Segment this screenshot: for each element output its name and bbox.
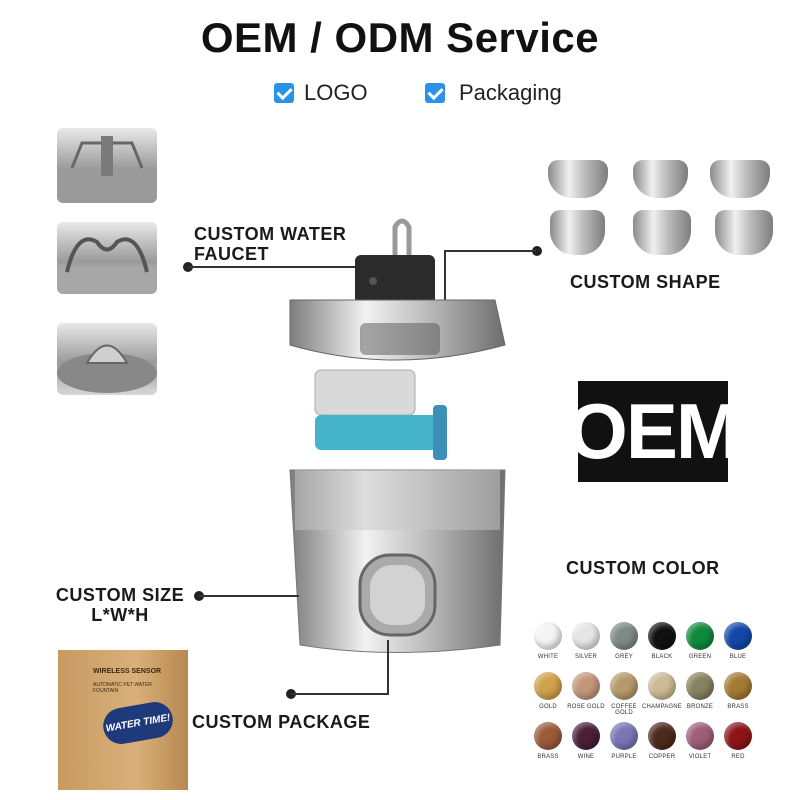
color-swatch-circle — [724, 722, 752, 750]
color-swatch: COPPER — [640, 722, 684, 760]
color-swatch-circle — [572, 622, 600, 650]
color-swatch-circle — [534, 672, 562, 700]
color-swatch-circle — [610, 722, 638, 750]
option-packaging: Packaging — [425, 80, 562, 106]
color-swatch-label: WHITE — [537, 654, 559, 660]
option-label: LOGO — [304, 80, 368, 105]
color-swatch-circle — [686, 672, 714, 700]
callout-package-label: CUSTOM PACKAGE — [192, 712, 371, 732]
color-swatch: WINE — [564, 722, 608, 760]
color-swatch: ROSE GOLD — [564, 672, 608, 710]
faucet-style-2-icon — [57, 237, 157, 294]
color-swatch: WHITE — [526, 622, 570, 660]
color-swatch-label: RED — [731, 754, 745, 760]
color-swatch-grid: WHITE SILVER GREY BLACK GREEN BLUE GOLD ROSE GO… — [526, 622, 790, 772]
callout-line — [444, 250, 446, 300]
color-swatch-circle — [534, 722, 562, 750]
color-swatch-circle — [610, 622, 638, 650]
box-subtitle: AUTOMATIC PET WATER FOUNTAIN — [93, 682, 152, 694]
page-title: OEM / ODM Service — [200, 14, 600, 61]
callout-dot — [532, 246, 542, 256]
shape-image-5 — [633, 210, 691, 255]
option-logo: LOGO — [274, 80, 368, 106]
faucet-style-image-1 — [57, 128, 157, 203]
pet-fountain-icon — [289, 218, 506, 653]
color-swatch: BRASS — [526, 722, 570, 760]
shape-image-1 — [548, 160, 608, 198]
callout-line — [188, 266, 360, 268]
color-swatch-circle — [648, 722, 676, 750]
color-swatch-label: GREEN — [688, 654, 712, 660]
color-swatch: GOLD — [526, 672, 570, 710]
color-swatch: SILVER — [564, 622, 608, 660]
color-swatch-circle — [610, 672, 638, 700]
color-swatch-label: GREY — [615, 654, 633, 660]
color-swatch: GREEN — [678, 622, 722, 660]
color-swatch-label: CHAMPAGNE — [641, 704, 683, 710]
callout-faucet-label: CUSTOM WATER FAUCET — [194, 224, 347, 264]
color-swatch-circle — [724, 622, 752, 650]
color-swatch: BLACK — [640, 622, 684, 660]
product-exploded-view — [285, 215, 515, 655]
color-swatch-circle — [724, 672, 752, 700]
shape-image-3 — [710, 160, 770, 198]
color-swatch-circle — [648, 672, 676, 700]
color-swatch-circle — [572, 672, 600, 700]
color-swatch-label: BLACK — [651, 654, 673, 660]
faucet-style-image-3 — [57, 323, 157, 395]
checkbox-checked-icon — [425, 83, 445, 103]
color-swatch: CHAMPAGNE — [640, 672, 684, 710]
checkbox-checked-icon — [274, 83, 294, 103]
shape-image-4 — [550, 210, 605, 255]
color-swatch: RED — [716, 722, 760, 760]
box-title: WIRELESS SENSOR — [93, 668, 162, 675]
callout-line — [199, 595, 299, 597]
color-swatch-label: SILVER — [574, 654, 598, 660]
color-swatch: BRONZE — [678, 672, 722, 710]
faucet-style-3-icon — [57, 344, 157, 393]
shape-gallery — [545, 148, 775, 263]
shape-image-2 — [633, 160, 688, 198]
faucet-style-image-2 — [57, 222, 157, 294]
color-swatch-label: BRASS — [727, 704, 749, 710]
color-swatch-label: WINE — [577, 754, 595, 760]
callout-shape-label: CUSTOM SHAPE — [570, 272, 721, 292]
color-swatch-label: BLUE — [729, 654, 747, 660]
color-swatch-circle — [686, 722, 714, 750]
callout-line — [291, 693, 389, 695]
color-swatch: BRASS — [716, 672, 760, 710]
faucet-style-1-icon — [57, 136, 157, 203]
callout-size-label: CUSTOM SIZE L*W*H — [55, 585, 185, 625]
shape-image-6 — [715, 210, 773, 255]
color-swatch: VIOLET — [678, 722, 722, 760]
color-swatch-circle — [648, 622, 676, 650]
oem-badge: OEM — [567, 381, 741, 482]
color-swatch-label: COPPER — [648, 754, 676, 760]
callout-line — [444, 250, 536, 252]
color-swatch: PURPLE — [602, 722, 646, 760]
package-box-image: WIRELESS SENSOR AUTOMATIC PET WATER FOUN… — [58, 650, 188, 790]
box-sticker: WATER TIME! — [100, 699, 176, 747]
color-swatch: BLUE — [716, 622, 760, 660]
color-swatch-circle — [534, 622, 562, 650]
color-swatch-circle — [686, 622, 714, 650]
color-swatch-label: ROSE GOLD — [567, 704, 605, 710]
callout-color-label: CUSTOM COLOR — [566, 558, 720, 578]
callout-line — [387, 640, 389, 694]
color-swatch-label: BRASS — [537, 754, 559, 760]
color-swatch-label: GOLD — [539, 704, 557, 710]
color-swatch: COFFEE GOLD — [602, 672, 646, 716]
color-swatch-label: VIOLET — [688, 754, 712, 760]
color-swatch-label: BRONZE — [686, 704, 714, 710]
color-swatch-label: COFFEE GOLD — [611, 704, 637, 716]
color-swatch-label: PURPLE — [611, 754, 637, 760]
color-swatch-circle — [572, 722, 600, 750]
color-swatch: GREY — [602, 622, 646, 660]
option-label: Packaging — [459, 80, 562, 105]
